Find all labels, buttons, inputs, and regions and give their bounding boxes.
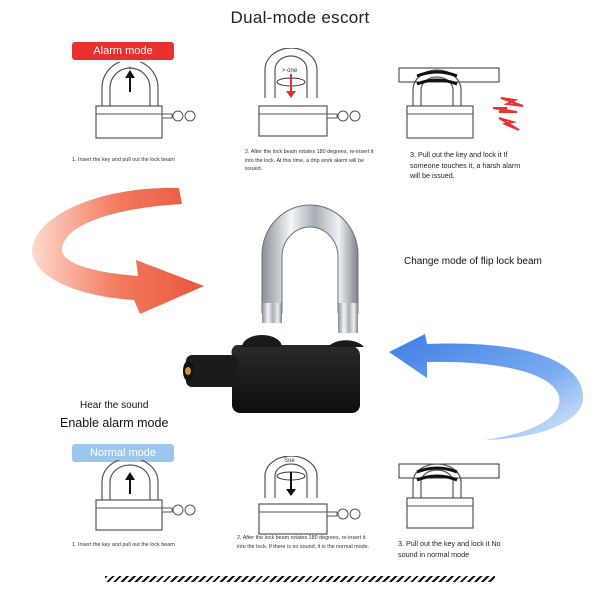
- normal-step1-caption: 1. Insert the key and pull out the lock …: [72, 542, 175, 548]
- alarm-step2-rotation-label: > one: [282, 68, 298, 74]
- normal-mode-badge: Normal mode: [72, 444, 174, 462]
- normal-step2-rotation-label: Soe: [284, 458, 295, 464]
- normal-step1-diagram: [95, 460, 196, 531]
- alarm-step2-diagram: [258, 48, 361, 137]
- normal-step2-diagram: [258, 456, 361, 535]
- svg-text:+: +: [128, 66, 132, 72]
- blue-curved-arrow: [389, 334, 584, 440]
- alarm-step3-caption: 3. Pull out the key and lock it If someo…: [410, 150, 521, 180]
- bottom-hatched-divider: [105, 576, 495, 582]
- normal-step2-caption: 2. After the lock beam rotates 180 degre…: [237, 535, 370, 550]
- alarm-mode-badge: Alarm mode: [72, 42, 174, 60]
- normal-step3-caption: 3. Pull out the key and lock it No sound…: [398, 539, 501, 559]
- red-curved-arrow: [32, 187, 204, 314]
- alarm-step1-diagram: +: [95, 62, 196, 139]
- alarm-step2-caption: 2. After the lock beam rotates 180 degre…: [245, 149, 374, 172]
- enable-alarm-text: Enable alarm mode: [60, 416, 169, 430]
- alarm-step1-caption: 1. Insert the key and pull out the lock …: [72, 157, 175, 163]
- page-title: Dual-mode escort: [230, 8, 370, 27]
- hear-sound-text: Hear the sound: [80, 400, 149, 411]
- normal-step3-diagram: [398, 463, 500, 529]
- change-mode-text: Change mode of flip lock beam: [404, 256, 542, 267]
- alarm-step3-diagram: [398, 67, 524, 139]
- padlock-image: [183, 204, 364, 413]
